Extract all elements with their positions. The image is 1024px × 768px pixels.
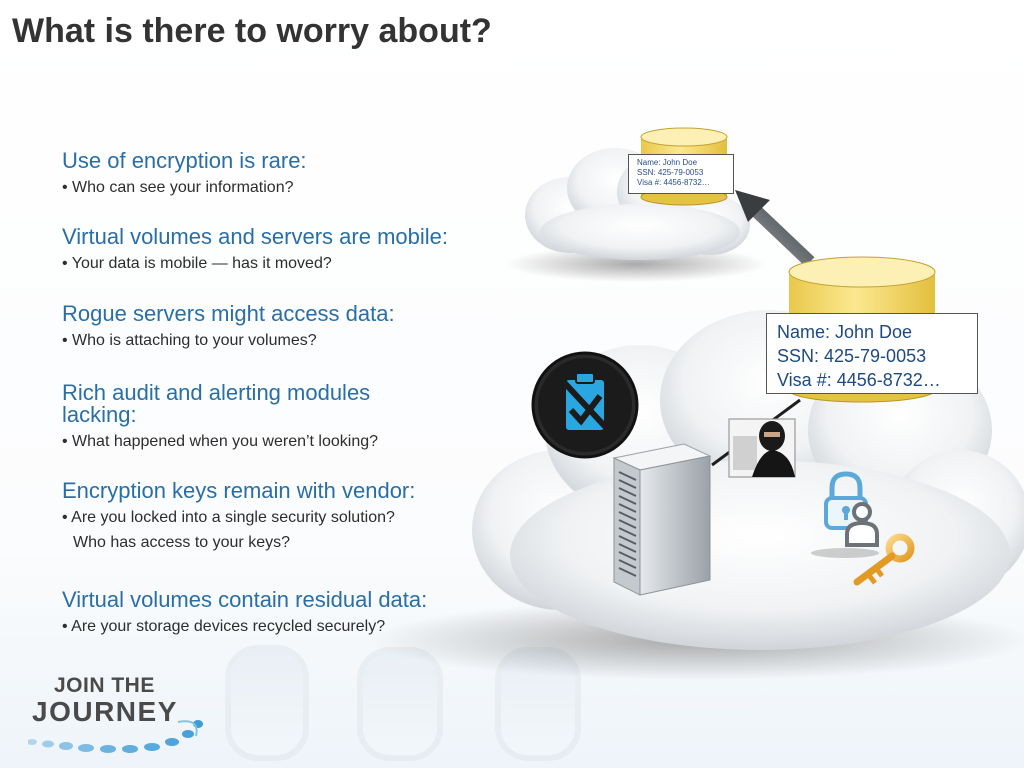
concern-heading: Virtual volumes contain residual data: — [62, 587, 428, 612]
concern-item: Encryption keys remain with vendor: • Ar… — [62, 480, 522, 555]
key-icon — [853, 533, 915, 586]
record-visa: Visa #: 4456-8732… — [637, 178, 710, 187]
airplane-windows — [225, 645, 581, 761]
logo-line1: JOIN THE — [54, 674, 155, 697]
user-icon — [845, 502, 879, 547]
concern-item: Rogue servers might access data: • Who i… — [62, 303, 522, 353]
concern-detail: • Who can see your information? — [62, 179, 294, 196]
concern-detail: • Your data is mobile — has it moved? — [62, 255, 332, 272]
swirl-icon — [28, 720, 203, 753]
concern-item: Rich audit and alerting modules lacking:… — [62, 382, 442, 454]
concern-heading: Virtual volumes and servers are mobile: — [62, 224, 448, 249]
join-the-journey-logo: JOIN THE JOURNEY — [28, 674, 218, 764]
record-name: Name: John Doe — [777, 322, 913, 342]
concern-detail: • What happened when you weren’t looking… — [62, 433, 379, 450]
clipboard-denied-icon — [531, 351, 639, 459]
concern-detail: • Are you locked into a single security … — [62, 509, 395, 526]
server-rack-icon — [612, 443, 712, 596]
large-record-card: Name: John Doe SSN: 425-79-0053 Visa #: … — [766, 313, 978, 394]
migration-arrow-icon — [735, 190, 815, 267]
hacker-icon — [728, 418, 796, 478]
record-name: Name: John Doe — [637, 158, 698, 167]
concern-detail: • Are your storage devices recycled secu… — [62, 618, 386, 635]
concern-item: Virtual volumes contain residual data: •… — [62, 589, 522, 639]
concern-heading: Rich audit and alerting modules lacking: — [62, 380, 371, 427]
slide-title: What is there to worry about? — [12, 12, 492, 50]
record-ssn: SSN: 425-79-0053 — [777, 346, 927, 366]
concern-detail: Who has access to your keys? — [73, 534, 290, 551]
concern-heading: Rogue servers might access data: — [62, 301, 395, 326]
small-record-card: Name: John Doe SSN: 425-79-0053 Visa #: … — [628, 154, 734, 194]
record-visa: Visa #: 4456-8732… — [777, 370, 941, 390]
small-cloud-shadow — [506, 246, 766, 282]
large-cloud — [472, 310, 1024, 650]
concern-item: Use of encryption is rare: • Who can see… — [62, 150, 522, 200]
concern-heading: Encryption keys remain with vendor: — [62, 478, 416, 503]
concern-item: Virtual volumes and servers are mobile: … — [62, 226, 522, 276]
concern-detail: • Who is attaching to your volumes? — [62, 332, 317, 349]
logo-line2: JOURNEY — [32, 696, 178, 727]
record-ssn: SSN: 425-79-0053 — [637, 168, 704, 177]
concern-heading: Use of encryption is rare: — [62, 148, 307, 173]
